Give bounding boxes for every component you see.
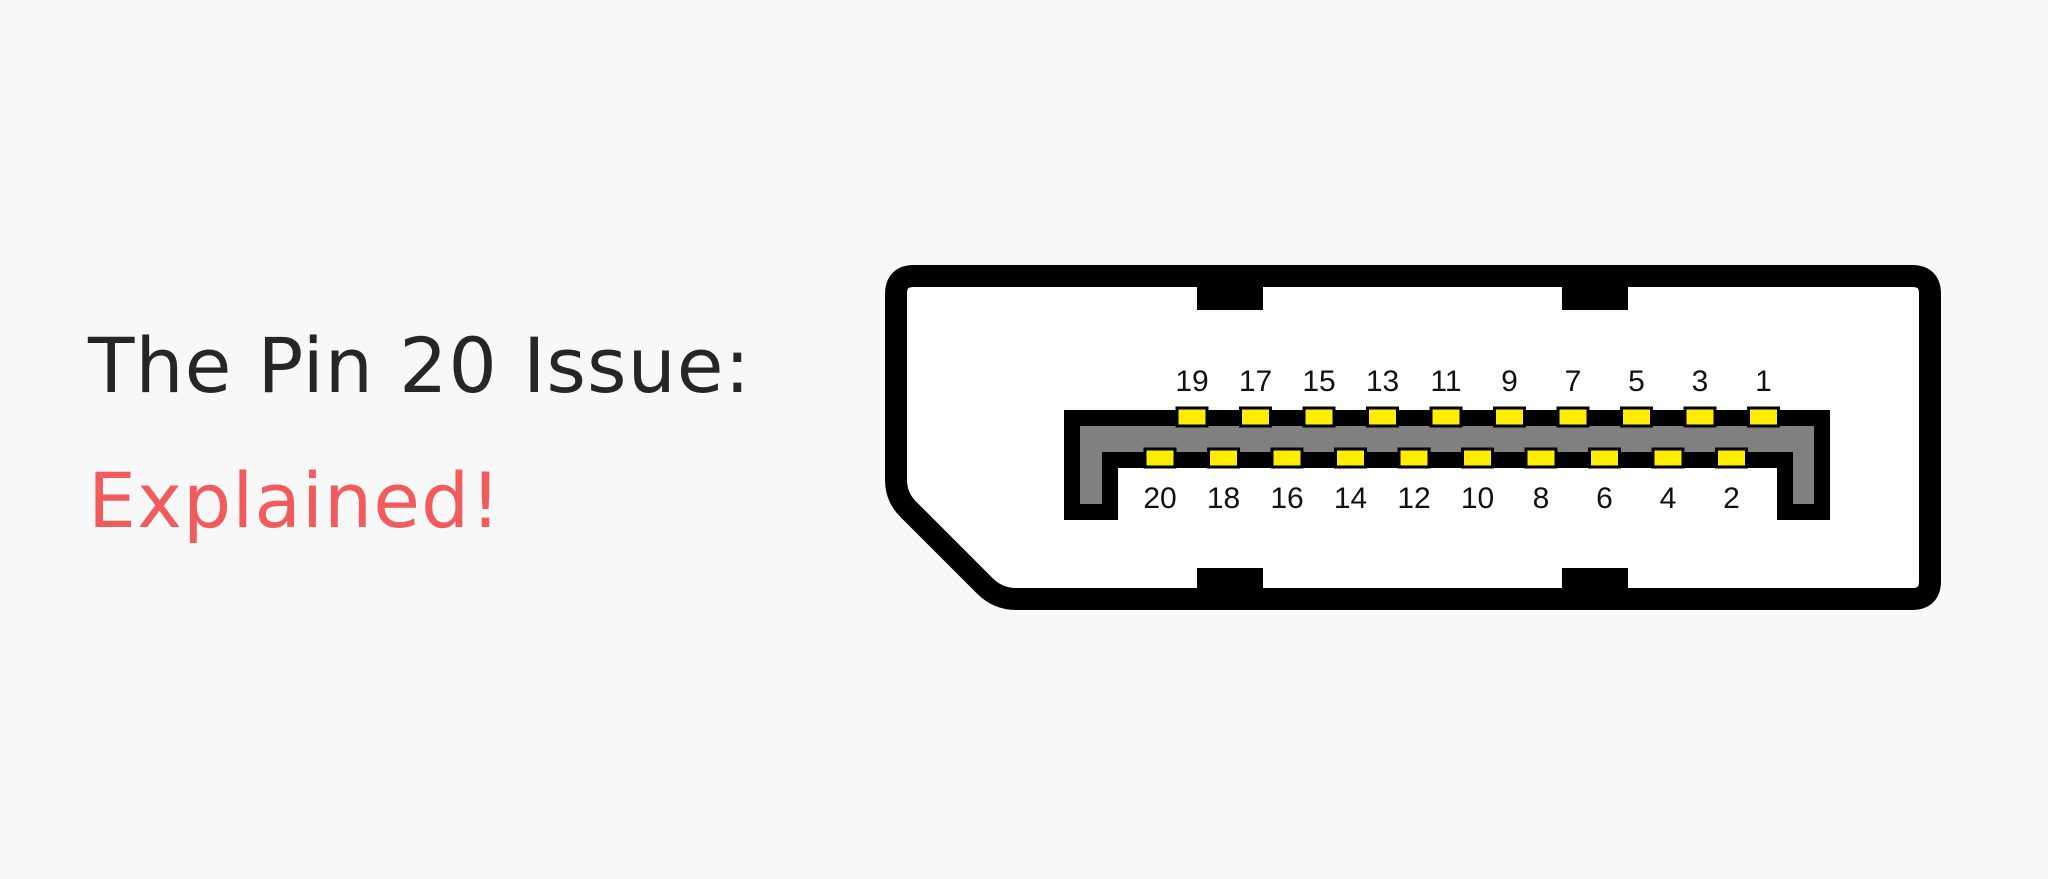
- pin-contact-10: [1461, 447, 1494, 469]
- pin-contact-5: [1620, 406, 1653, 428]
- pin-label-3: 3: [1692, 365, 1709, 398]
- pin-contact-7: [1556, 406, 1590, 428]
- pin-contact-11: [1429, 406, 1463, 428]
- pin-label-17: 17: [1239, 365, 1272, 398]
- pin-contact-20: [1143, 447, 1177, 469]
- heading-line-1: The Pin 20 Issue:: [88, 321, 752, 410]
- heading-line-2: Explained!: [88, 456, 502, 545]
- pin-contact-12: [1397, 447, 1431, 469]
- pin-label-1: 1: [1755, 365, 1772, 398]
- pin-contact-18: [1207, 447, 1240, 469]
- pin-contact-2: [1715, 447, 1748, 469]
- pin-contact-15: [1302, 406, 1336, 428]
- pin-label-15: 15: [1302, 365, 1335, 398]
- bottom-row-pins: 20 18 16 14 12 10 8 6 4 2: [1143, 447, 1748, 515]
- latch-notch-bottom-right: [1562, 568, 1628, 590]
- pin-label-14: 14: [1334, 482, 1367, 515]
- pin-contact-17: [1239, 406, 1272, 428]
- pin-contact-3: [1683, 406, 1717, 428]
- pin-contact-4: [1651, 447, 1685, 469]
- pin-carrier: [1064, 410, 1830, 520]
- pin-contact-16: [1270, 447, 1304, 469]
- pin-label-5: 5: [1628, 365, 1645, 398]
- pin-label-7: 7: [1565, 365, 1582, 398]
- latch-notch-top-right: [1562, 284, 1628, 310]
- pin-contact-9: [1493, 406, 1526, 428]
- pin-contact-8: [1524, 447, 1558, 469]
- pin-label-10: 10: [1461, 482, 1494, 515]
- pin-label-2: 2: [1723, 482, 1740, 515]
- pin-label-12: 12: [1397, 482, 1430, 515]
- pin-contact-13: [1366, 406, 1399, 428]
- top-row-pins: 19 17 15 13 11 9 7 5 3 1: [1175, 365, 1780, 428]
- latch-notch-bottom-left: [1197, 568, 1263, 590]
- pin-label-6: 6: [1596, 482, 1613, 515]
- pin-label-19: 19: [1175, 365, 1208, 398]
- pin-label-20: 20: [1143, 482, 1176, 515]
- pin-contact-14: [1334, 447, 1367, 469]
- pin-contact-1: [1747, 406, 1780, 428]
- pin-label-11: 11: [1430, 365, 1461, 398]
- pin-contact-19: [1175, 406, 1209, 428]
- pin-label-9: 9: [1501, 365, 1518, 398]
- pin-label-18: 18: [1207, 482, 1240, 515]
- latch-notch-top-left: [1197, 284, 1263, 310]
- pin-label-13: 13: [1366, 365, 1399, 398]
- pin-contact-6: [1588, 447, 1621, 469]
- pin-label-8: 8: [1533, 482, 1550, 515]
- pin-label-16: 16: [1270, 482, 1303, 515]
- pin-label-4: 4: [1660, 482, 1677, 515]
